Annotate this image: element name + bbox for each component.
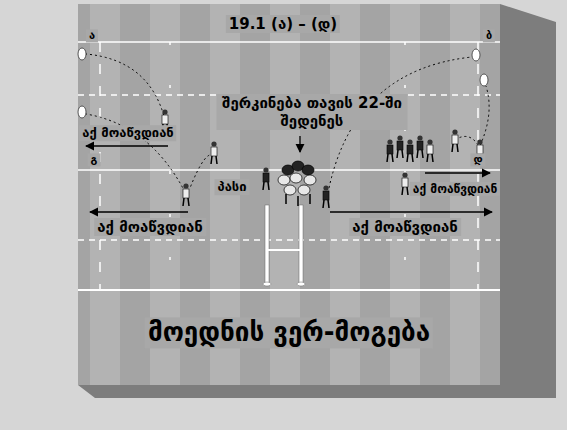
player <box>407 139 413 162</box>
kick-note: აქ მოაწვდიან <box>94 218 206 236</box>
player <box>417 135 423 158</box>
corner-letter: დ <box>470 153 485 166</box>
field-stripe <box>90 4 120 385</box>
player <box>211 141 217 164</box>
scrum-note: შერკინება თავის 22-ში შედენეს <box>217 94 408 130</box>
scrum <box>278 161 316 206</box>
player <box>427 139 433 162</box>
goal-posts <box>263 205 305 286</box>
in-goal-caption: მოედნის ვერ-მოგება <box>145 317 433 348</box>
field-lines <box>78 42 500 290</box>
player <box>387 139 393 162</box>
player <box>402 172 408 195</box>
field-ground <box>78 4 500 385</box>
player <box>452 129 458 152</box>
corner-letter: ა <box>86 29 98 42</box>
direction-arrow <box>86 136 492 212</box>
corner-letter: ბ <box>483 29 495 42</box>
field-slab <box>78 4 556 398</box>
kick-note: აქ მოაწვდიან <box>349 218 461 236</box>
player <box>323 185 329 208</box>
player <box>397 135 403 158</box>
kick-note: აქ მოაწვდიან <box>410 182 500 196</box>
player <box>183 183 189 206</box>
figure-title: 19.1 (ა) – (დ) <box>226 15 340 33</box>
kick-note: აქ მოაწვდიან <box>79 125 176 141</box>
pass-note: პასი <box>214 179 249 195</box>
corner-letter: გ <box>88 153 101 166</box>
player <box>263 167 269 190</box>
